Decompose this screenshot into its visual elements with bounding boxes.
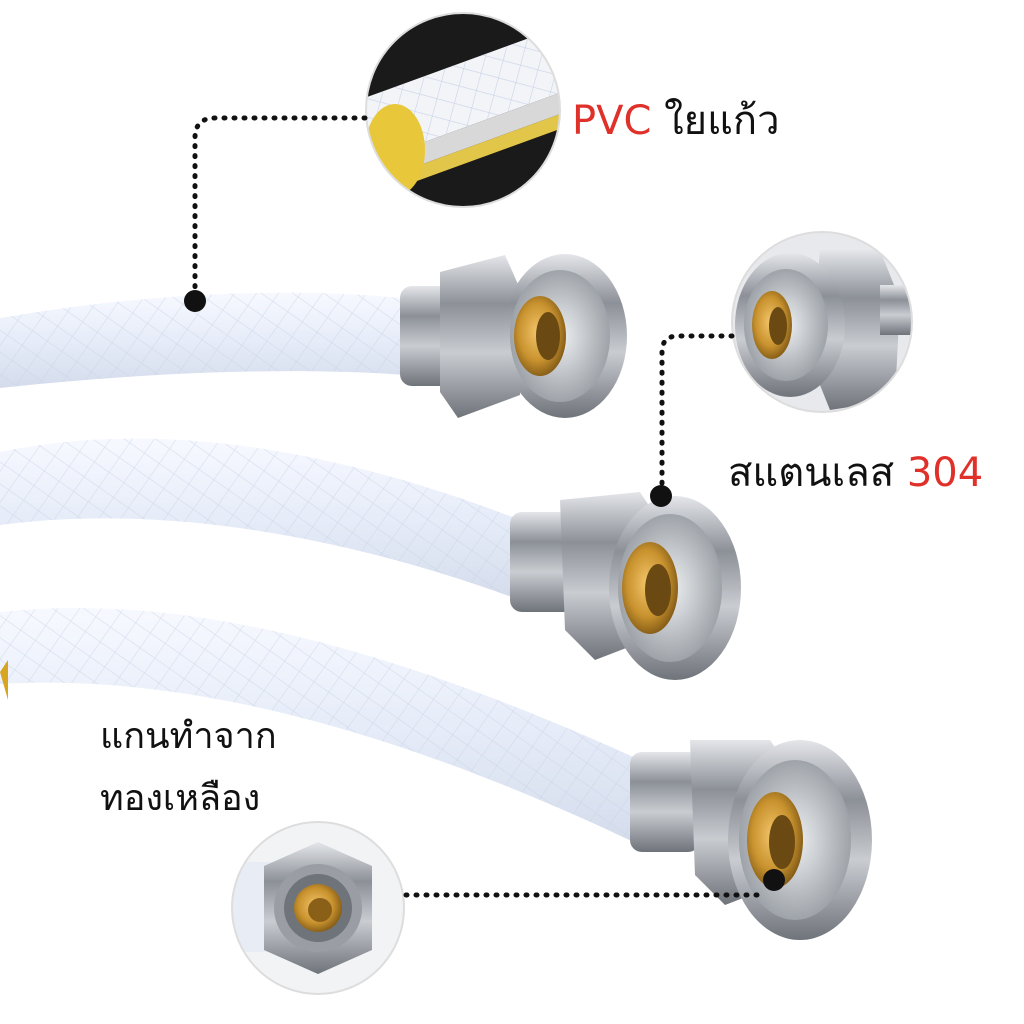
pvc-callout-text: ใยแก้ว (664, 98, 780, 144)
inset-brass-core (231, 821, 405, 995)
brass-callout-line1: แกนทำจาก (100, 716, 277, 757)
pvc-callout: PVC ใยแก้ว (572, 88, 780, 152)
stainless-callout: สแตนเลส 304 (728, 440, 983, 504)
inset-stainless-fitting (731, 231, 913, 413)
leader-stainless (659, 333, 735, 495)
brass-callout-line2: ทองเหลือง (100, 778, 261, 819)
hose-middle (0, 438, 741, 680)
inset-pvc-mesh (365, 12, 561, 208)
leader-pvc (192, 115, 368, 301)
brass-callout: แกนทำจาก ทองเหลือง (100, 706, 277, 830)
hose-bottom (0, 607, 872, 940)
leader-brass-dot (763, 869, 785, 891)
hose-top (0, 254, 627, 418)
stainless-callout-accent: 304 (906, 450, 984, 496)
pvc-callout-accent: PVC (572, 98, 652, 144)
leader-pvc-dot (184, 290, 206, 312)
leader-stainless-dot (650, 485, 672, 507)
stainless-callout-text: สแตนเลส (728, 450, 895, 496)
